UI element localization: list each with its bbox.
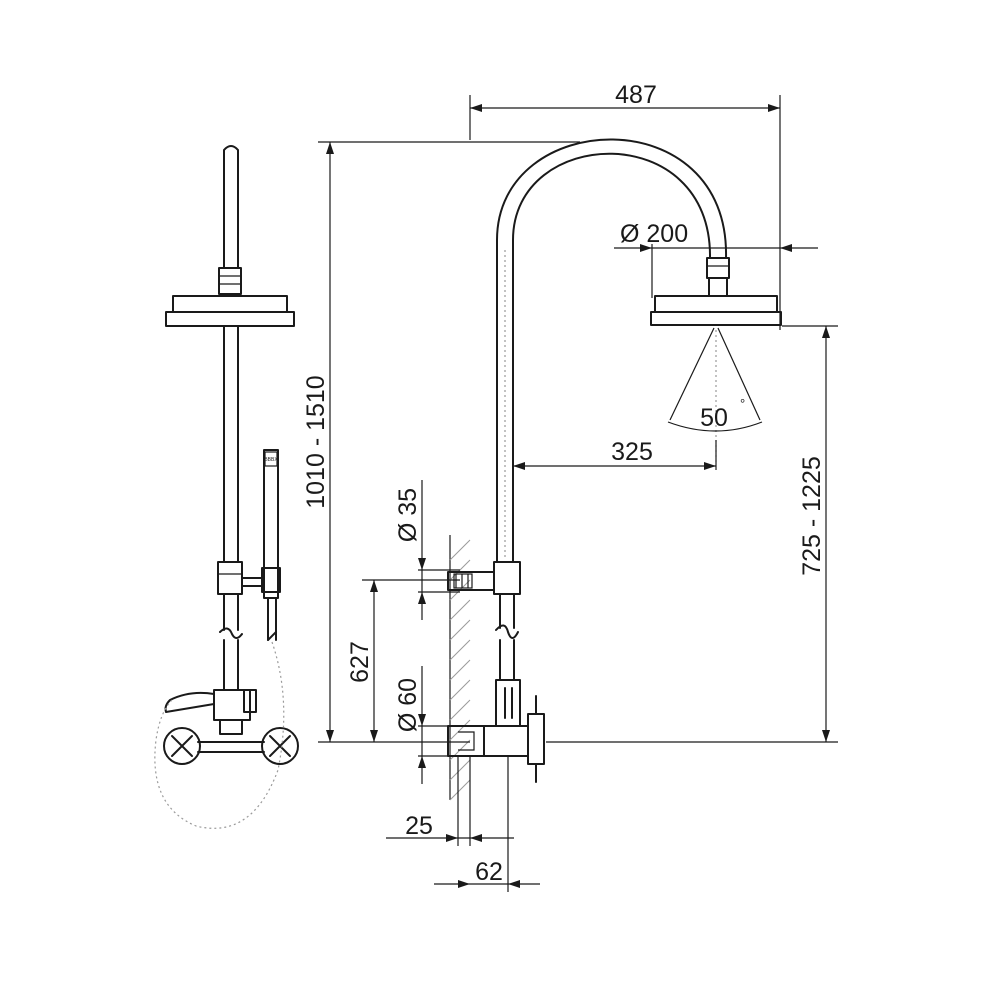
side-mixer-body — [483, 725, 529, 757]
front-head-connector — [218, 267, 242, 295]
dim-mount-height: 627 — [346, 641, 374, 683]
wall-bracket — [447, 571, 495, 591]
dim-spray-angle-unit: ° — [740, 396, 745, 411]
front-clamp — [217, 561, 243, 595]
dim-projection: 62 — [475, 858, 503, 886]
front-left-handle — [163, 727, 201, 765]
front-right-handle — [261, 727, 299, 765]
dim-wall-offset: 25 — [405, 812, 433, 840]
dim-spray-angle: 50 — [700, 404, 728, 432]
side-clamp — [493, 561, 521, 595]
side-shower-head-face — [650, 311, 782, 326]
side-diverter — [495, 679, 521, 727]
wall-hatch — [449, 535, 471, 801]
spray-cone — [667, 327, 763, 462]
front-riser-top — [223, 145, 239, 269]
dim-pipe-diameter: Ø 35 — [394, 488, 422, 542]
front-view: BBBX — [154, 145, 299, 829]
hand-shower-label: BBBX — [264, 457, 278, 463]
dimensions: 487 Ø 200 50 ° 325 1010 - 1510 725 - 122… — [302, 81, 838, 892]
side-head-connector — [706, 257, 730, 279]
dim-arm-reach: 325 — [611, 438, 653, 466]
dim-base-diameter: Ø 60 — [394, 678, 422, 732]
dim-overall-height: 1010 - 1510 — [302, 375, 330, 508]
wall-eccentric — [447, 725, 485, 757]
front-hand-shower — [263, 449, 279, 599]
front-shower-head — [172, 295, 288, 313]
side-shower-head — [654, 295, 778, 313]
gooseneck-arm-outer — [496, 138, 728, 563]
dim-head-height: 725 - 1225 — [798, 456, 826, 576]
side-handle — [527, 713, 545, 765]
dim-overall-width: 487 — [615, 81, 657, 109]
gooseneck-arm-inner — [512, 152, 712, 563]
hand-shower-head — [264, 451, 278, 467]
front-shower-head-face — [165, 311, 295, 327]
hand-shower-hose — [154, 641, 285, 829]
side-view — [447, 138, 782, 801]
dim-head-diameter: Ø 200 — [620, 220, 688, 248]
